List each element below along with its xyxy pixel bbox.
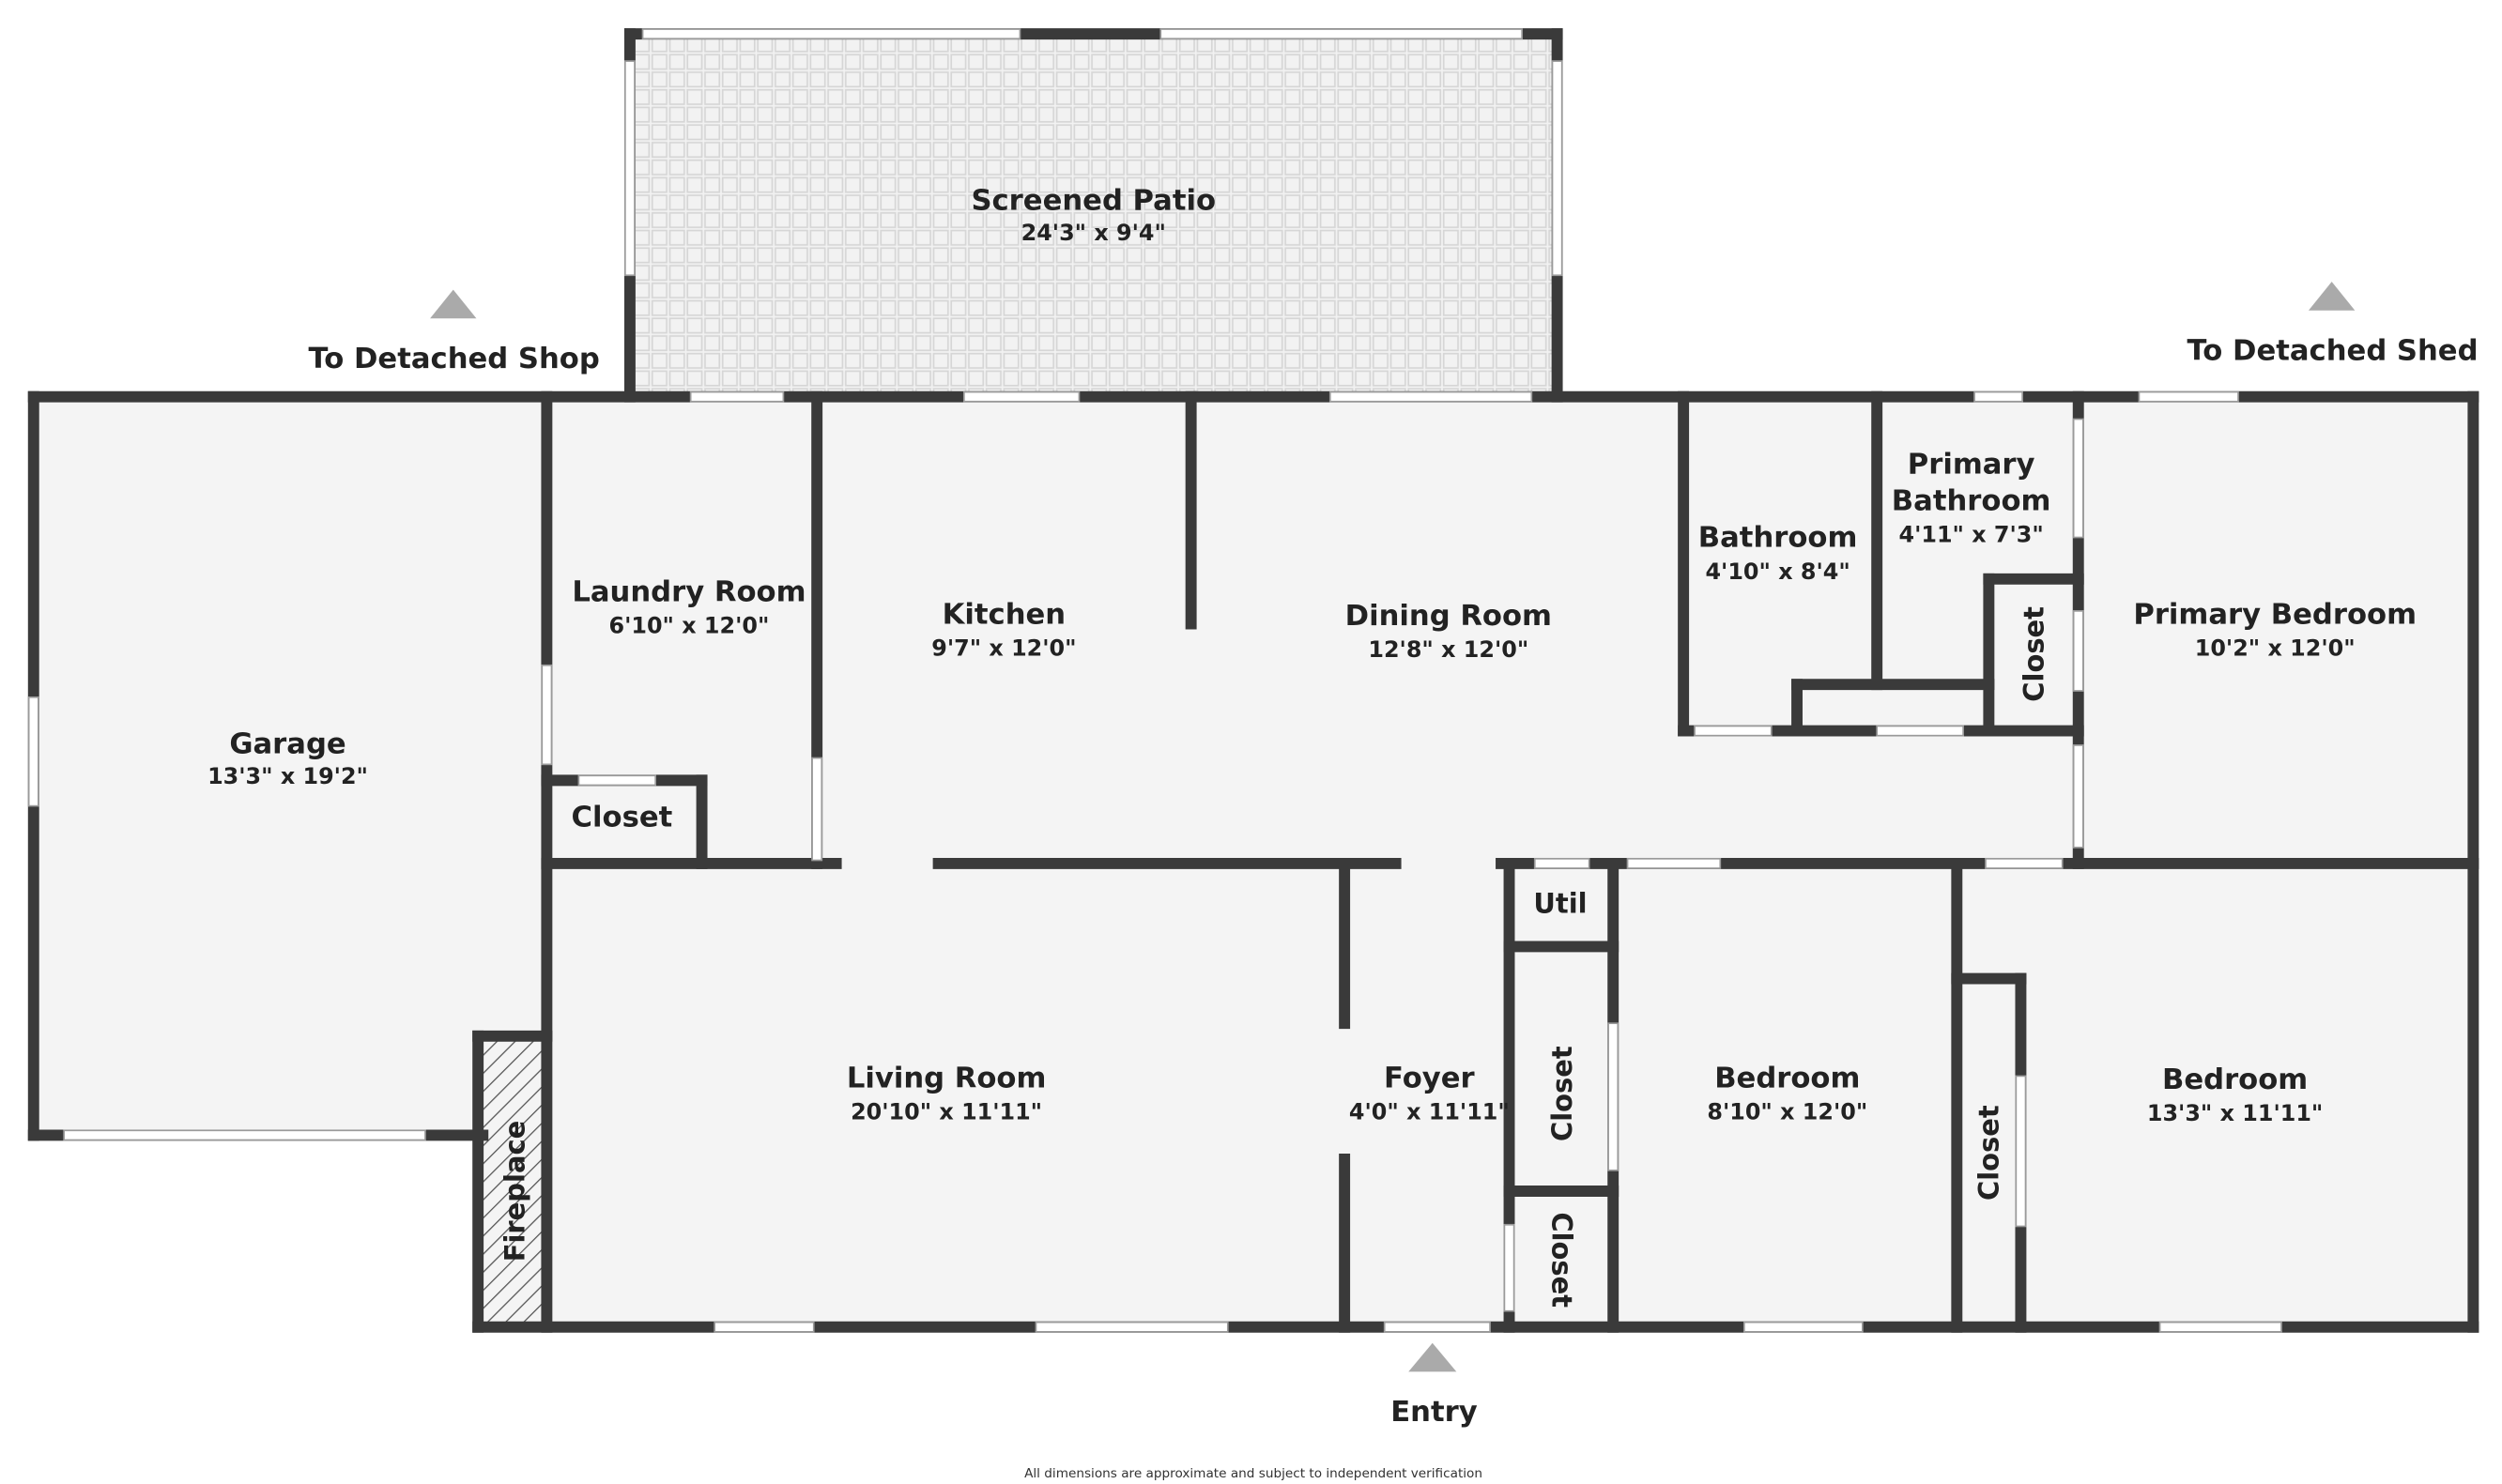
window <box>1973 390 2023 403</box>
shed-arrow-icon <box>2308 282 2356 311</box>
door-opening <box>1985 857 2064 869</box>
bedroom-2-label: Bedroom <box>2162 1063 2308 1096</box>
bathroom-label: Bathroom <box>1698 522 1858 555</box>
bathroom-dim: 4'10" x 8'4" <box>1705 558 1850 585</box>
fireplace-hearth <box>483 1039 547 1324</box>
patio-dim: 24'3" x 9'4" <box>1021 220 1166 246</box>
door-opening <box>811 757 823 862</box>
window <box>1551 60 1563 277</box>
primary-bathroom-dim: 4'11" x 7'3" <box>1899 522 2044 548</box>
patio-floor <box>629 34 1558 397</box>
window <box>962 390 1081 403</box>
kitchen-label: Kitchen <box>943 598 1066 631</box>
entry-arrow-icon <box>1408 1342 1457 1372</box>
window <box>27 696 39 807</box>
shop-marker-label: To Detached Shop <box>308 343 599 375</box>
window <box>1035 1321 1229 1333</box>
garage-door <box>63 1129 426 1141</box>
door-opening <box>2072 610 2084 692</box>
door-opening <box>2072 418 2084 539</box>
dining-label: Dining Room <box>1345 600 1552 633</box>
shop-arrow-icon <box>430 289 477 319</box>
door-opening <box>2072 744 2084 849</box>
living-dim: 20'10" x 11'11" <box>851 1098 1042 1124</box>
primary-closet-label: Closet <box>2018 606 2049 702</box>
bedroom-1-dim: 8'10" x 12'0" <box>1707 1098 1867 1124</box>
patio-label: Screened Patio <box>971 184 1216 217</box>
window <box>2138 390 2239 403</box>
door-opening <box>1876 725 1964 737</box>
door-opening <box>1694 725 1773 737</box>
disclaimer: All dimensions are approximate and subje… <box>1024 1466 1482 1481</box>
entry-marker-label: Entry <box>1390 1396 1478 1429</box>
primary-bedroom-dim: 10'2" x 12'0" <box>2195 635 2356 662</box>
hall-closet-2-label: Closet <box>1545 1212 1577 1308</box>
door-opening <box>541 664 553 766</box>
dining-dim: 12'8" x 12'0" <box>1368 636 1528 663</box>
door-opening <box>2015 1075 2027 1228</box>
window <box>1159 28 1523 40</box>
window <box>623 60 636 277</box>
bedroom-2-dim: 13'3" x 11'11" <box>2147 1100 2323 1126</box>
living-label: Living Room <box>847 1062 1047 1094</box>
door-opening <box>689 390 785 403</box>
hall-closet-1-label: Closet <box>1546 1046 1578 1141</box>
door-opening <box>577 774 657 787</box>
garage-floor <box>33 396 547 1136</box>
primary-bathroom-label-2: Bathroom <box>1892 485 2051 518</box>
laundry-dim: 6'10" x 12'0" <box>609 613 770 639</box>
shed-marker-label: To Detached Shed <box>2187 335 2478 368</box>
door-opening <box>1626 857 1722 869</box>
kitchen-dim: 9'7" x 12'0" <box>931 635 1076 662</box>
garage-dim: 13'3" x 19'2" <box>207 763 368 789</box>
openings <box>27 28 2282 1333</box>
window <box>641 28 1021 40</box>
window <box>2158 1321 2282 1333</box>
window <box>714 1321 815 1333</box>
entry-door <box>1383 1321 1491 1333</box>
foyer-label: Foyer <box>1384 1062 1475 1094</box>
fireplace-label: Fireplace <box>499 1121 531 1262</box>
door-opening <box>1533 857 1590 869</box>
garage-label: Garage <box>229 727 345 760</box>
bedroom-1-label: Bedroom <box>1714 1062 1860 1094</box>
foyer-dim: 4'0" x 11'11" <box>1349 1098 1510 1124</box>
door-opening <box>1328 390 1533 403</box>
bedroom-2-closet-label: Closet <box>1973 1105 2005 1201</box>
laundry-label: Laundry Room <box>572 576 806 609</box>
door-opening <box>1503 1223 1515 1312</box>
primary-bedroom-label: Primary Bedroom <box>2133 598 2417 631</box>
door-opening <box>1607 1022 1619 1171</box>
window <box>1742 1321 1864 1333</box>
laundry-closet-label: Closet <box>572 802 673 834</box>
primary-bathroom-label-1: Primary <box>1908 448 2035 481</box>
util-label: Util <box>1533 888 1587 920</box>
